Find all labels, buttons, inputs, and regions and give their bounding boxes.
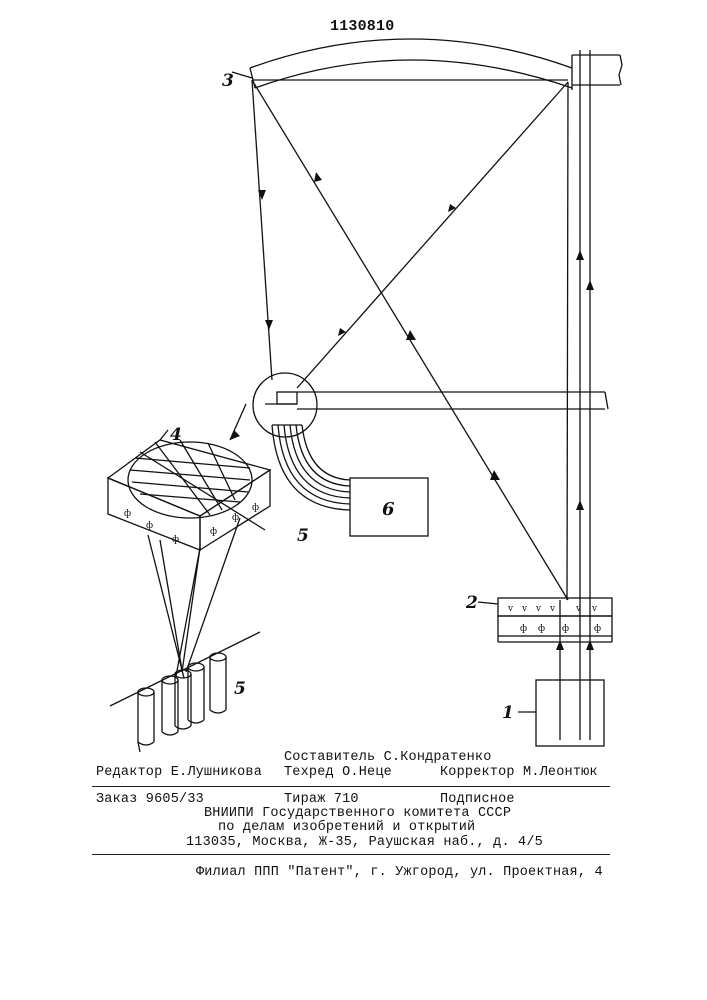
modulator-marks: v v v v v v ф ф ф ф bbox=[507, 604, 601, 634]
corrector-line: Корректор М.Леонтюк bbox=[440, 765, 598, 780]
svg-text:ф: ф bbox=[210, 527, 217, 537]
svg-text:ф: ф bbox=[232, 513, 239, 523]
editor-line: Редактор Е.Лушникова bbox=[96, 765, 262, 780]
address-line: 113035, Москва, Ж-35, Раушская наб., д. … bbox=[186, 835, 543, 850]
divider-bottom bbox=[92, 854, 610, 855]
curved-mirror bbox=[250, 39, 622, 90]
org-line-1: ВНИИПИ Государственного комитета СССР bbox=[204, 806, 511, 821]
label-mirror: 3 bbox=[222, 71, 234, 91]
crystal-block bbox=[108, 430, 270, 550]
svg-text:v: v bbox=[521, 604, 528, 614]
circulation-line: Тираж 710 bbox=[284, 792, 359, 807]
svg-text:v: v bbox=[575, 604, 582, 614]
label-processor: 6 bbox=[382, 499, 395, 520]
svg-text:ф: ф bbox=[124, 509, 131, 519]
org-line-2: по делам изобретений и открытий bbox=[218, 820, 475, 835]
light-guides bbox=[110, 518, 260, 752]
svg-text:ф: ф bbox=[520, 624, 527, 634]
svg-text:v: v bbox=[507, 604, 514, 614]
label-crystal: 4 bbox=[170, 425, 182, 445]
svg-text:v: v bbox=[591, 604, 598, 614]
svg-text:ф: ф bbox=[594, 624, 601, 634]
detector-assembly bbox=[230, 373, 608, 440]
light-source bbox=[536, 680, 604, 746]
techred-line: Техред О.Неце bbox=[284, 765, 392, 780]
svg-text:v: v bbox=[549, 604, 556, 614]
crystal-marks: ф ф ф ф ф ф bbox=[124, 503, 259, 545]
svg-text:v: v bbox=[535, 604, 542, 614]
ray-arrows bbox=[258, 172, 594, 650]
divider-top bbox=[92, 786, 610, 787]
svg-text:ф: ф bbox=[538, 624, 545, 634]
fiber-bundle bbox=[272, 425, 350, 510]
label-source: 1 bbox=[502, 703, 514, 723]
svg-text:ф: ф bbox=[172, 535, 179, 545]
order-line: Заказ 9605/33 bbox=[96, 792, 204, 807]
label-bundle: 5 bbox=[297, 526, 309, 546]
label-light-guides: 5 bbox=[234, 679, 246, 699]
patent-figure: ф ф ф ф ф ф bbox=[0, 0, 707, 760]
branch-line: Филиал ППП "Патент", г. Ужгород, ул. Про… bbox=[196, 865, 603, 880]
label-modulator: 2 bbox=[465, 593, 478, 613]
svg-text:ф: ф bbox=[146, 521, 153, 531]
composer-line: Составитель С.Кондратенко bbox=[284, 750, 492, 765]
svg-text:ф: ф bbox=[562, 624, 569, 634]
subscription-line: Подписное bbox=[440, 792, 515, 807]
svg-text:ф: ф bbox=[252, 503, 259, 513]
